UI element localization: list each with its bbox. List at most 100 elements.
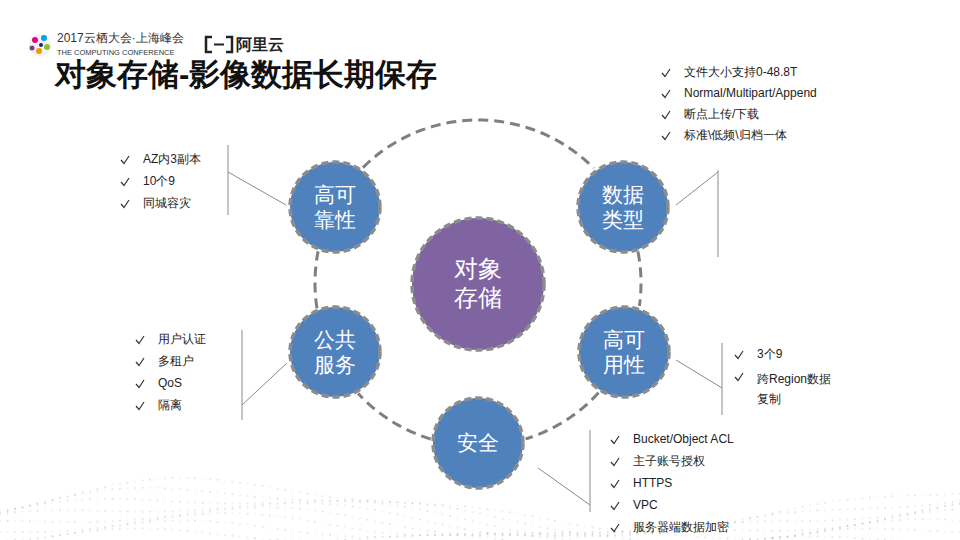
wave-dot	[839, 529, 841, 531]
wave-dot	[569, 539, 571, 540]
wave-dot	[22, 538, 24, 540]
wave-dot	[382, 522, 384, 524]
wave-dot	[787, 536, 789, 538]
wave-dot	[172, 510, 174, 512]
wave-dot	[314, 533, 316, 535]
wave-dot	[794, 536, 796, 538]
wave-dot	[832, 536, 834, 538]
wave-dot	[547, 532, 549, 534]
wave-dot	[847, 519, 849, 521]
bullet-text: HTTPS	[633, 476, 833, 491]
wave-dot	[614, 534, 616, 536]
wave-dot	[157, 518, 159, 520]
wave-dot	[749, 517, 751, 519]
bullet-text: 服务器端数据加密	[633, 520, 833, 535]
wave-dot	[202, 520, 204, 522]
circle-content: 高可用性	[577, 305, 671, 399]
wave-dot	[479, 533, 481, 535]
wave-dot	[104, 486, 106, 488]
wave-dot	[14, 520, 16, 522]
wave-dot	[209, 513, 211, 515]
node-text: 安全	[455, 430, 501, 455]
wave-dot	[764, 530, 766, 532]
wave-dot	[817, 520, 819, 522]
wave-dot	[157, 528, 159, 530]
wave-dot	[944, 494, 946, 496]
wave-dot	[307, 509, 309, 511]
wave-dot	[239, 482, 241, 484]
logo-bracket	[226, 37, 232, 52]
wave-dot	[607, 536, 609, 538]
circle-shape	[290, 307, 380, 397]
wave-dot	[389, 536, 391, 538]
bullet-text: Normal/Multipart/Append	[684, 86, 904, 101]
wave-dot	[509, 528, 511, 530]
wave-dot	[884, 518, 886, 520]
node-text: 对象存储	[452, 255, 504, 313]
wave-dot	[757, 539, 759, 540]
wave-dot	[562, 521, 564, 523]
wave-dot	[907, 529, 909, 531]
wave-dot	[269, 506, 271, 508]
wave-dot	[29, 538, 31, 540]
wave-dot	[247, 537, 249, 539]
wave-dot	[959, 531, 960, 533]
wave-dot	[352, 505, 354, 507]
wave-dot	[0, 520, 1, 522]
wave-dot	[427, 510, 429, 512]
wave-dot	[127, 519, 129, 521]
wave-dot	[344, 500, 346, 502]
wave-dot	[419, 508, 421, 510]
wave-dot	[419, 519, 421, 521]
wave-dot	[427, 520, 429, 522]
wave-dot	[427, 530, 429, 532]
wave-dot	[224, 521, 226, 523]
wave-dot	[119, 520, 121, 522]
circle-content: 公共服务	[288, 305, 382, 399]
wave-dot	[232, 503, 234, 505]
wave-dot	[292, 490, 294, 492]
wave-dot	[209, 520, 211, 522]
wave-dot	[337, 525, 339, 527]
wave-dot	[412, 534, 414, 536]
wave-dot	[757, 538, 759, 540]
wave-dot	[239, 512, 241, 514]
wave-dot	[104, 498, 106, 500]
wave-dot	[937, 518, 939, 520]
wave-dot	[794, 511, 796, 513]
wave-dot	[764, 515, 766, 517]
wave-dot	[142, 511, 144, 513]
wave-dot	[157, 478, 159, 480]
wave-dot	[802, 535, 804, 537]
wave-dot	[832, 527, 834, 529]
wave-dot	[389, 512, 391, 514]
wave-dot	[794, 520, 796, 522]
wave-dot	[764, 538, 766, 540]
node-text: 高可用性	[601, 327, 647, 377]
wave-dot	[892, 516, 894, 518]
wave-dot	[307, 520, 309, 522]
wave-dot	[479, 531, 481, 533]
wave-dot	[172, 520, 174, 522]
wave-dot	[884, 520, 886, 522]
leader-line	[676, 170, 718, 257]
wave-dot	[179, 477, 181, 479]
wave-dot	[224, 534, 226, 536]
wave-dot	[457, 535, 459, 537]
wave-dot	[532, 532, 534, 534]
wave-dot	[502, 533, 504, 535]
wave-dot	[29, 539, 31, 540]
wave-dot	[329, 534, 331, 536]
wave-dot	[922, 529, 924, 531]
wave-dot	[52, 536, 54, 538]
wave-dot	[584, 531, 586, 533]
wave-dot	[322, 503, 324, 505]
wave-dot	[412, 535, 414, 537]
circle-outline	[288, 160, 382, 254]
wave-dot	[209, 478, 211, 480]
wave-dot	[329, 500, 331, 502]
wave-dot	[254, 513, 256, 515]
wave-dot	[824, 529, 826, 531]
wave-dot	[817, 531, 819, 533]
wave-dot	[772, 530, 774, 532]
